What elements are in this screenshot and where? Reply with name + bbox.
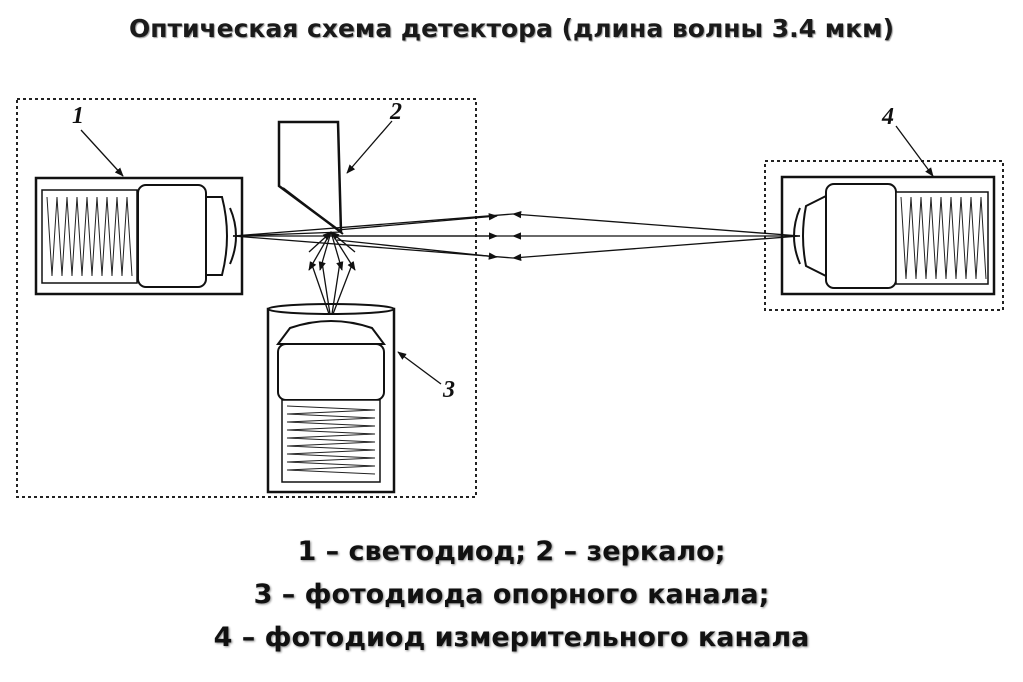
label-1: 1 (72, 103, 84, 129)
mirror-component (277, 120, 344, 235)
legend-line-1: 1 – светодиод; 2 – зеркало; (297, 536, 726, 567)
photodiode-coil (286, 405, 376, 475)
led-component (34, 176, 244, 296)
led-coil (46, 196, 133, 277)
emitter-housing (16, 98, 477, 498)
reference-photodiode-component (266, 303, 396, 494)
detector-housing (764, 160, 1004, 311)
legend: 1 – светодиод; 2 – зеркало; 3 – фотодиод… (0, 530, 1023, 659)
legend-line-3: 4 – фотодиод измерительного канала (213, 622, 810, 653)
measurement-photodiode-component (780, 175, 996, 296)
label-3: 3 (442, 377, 455, 403)
light-rays (232, 210, 801, 315)
label-4: 4 (881, 104, 894, 130)
label-2: 2 (389, 99, 402, 125)
leader-lines (80, 120, 934, 385)
diagram-title: Оптическая схема детектора (длина волны … (128, 14, 895, 43)
legend-line-2: 3 – фотодиода опорного канала; (253, 579, 770, 610)
